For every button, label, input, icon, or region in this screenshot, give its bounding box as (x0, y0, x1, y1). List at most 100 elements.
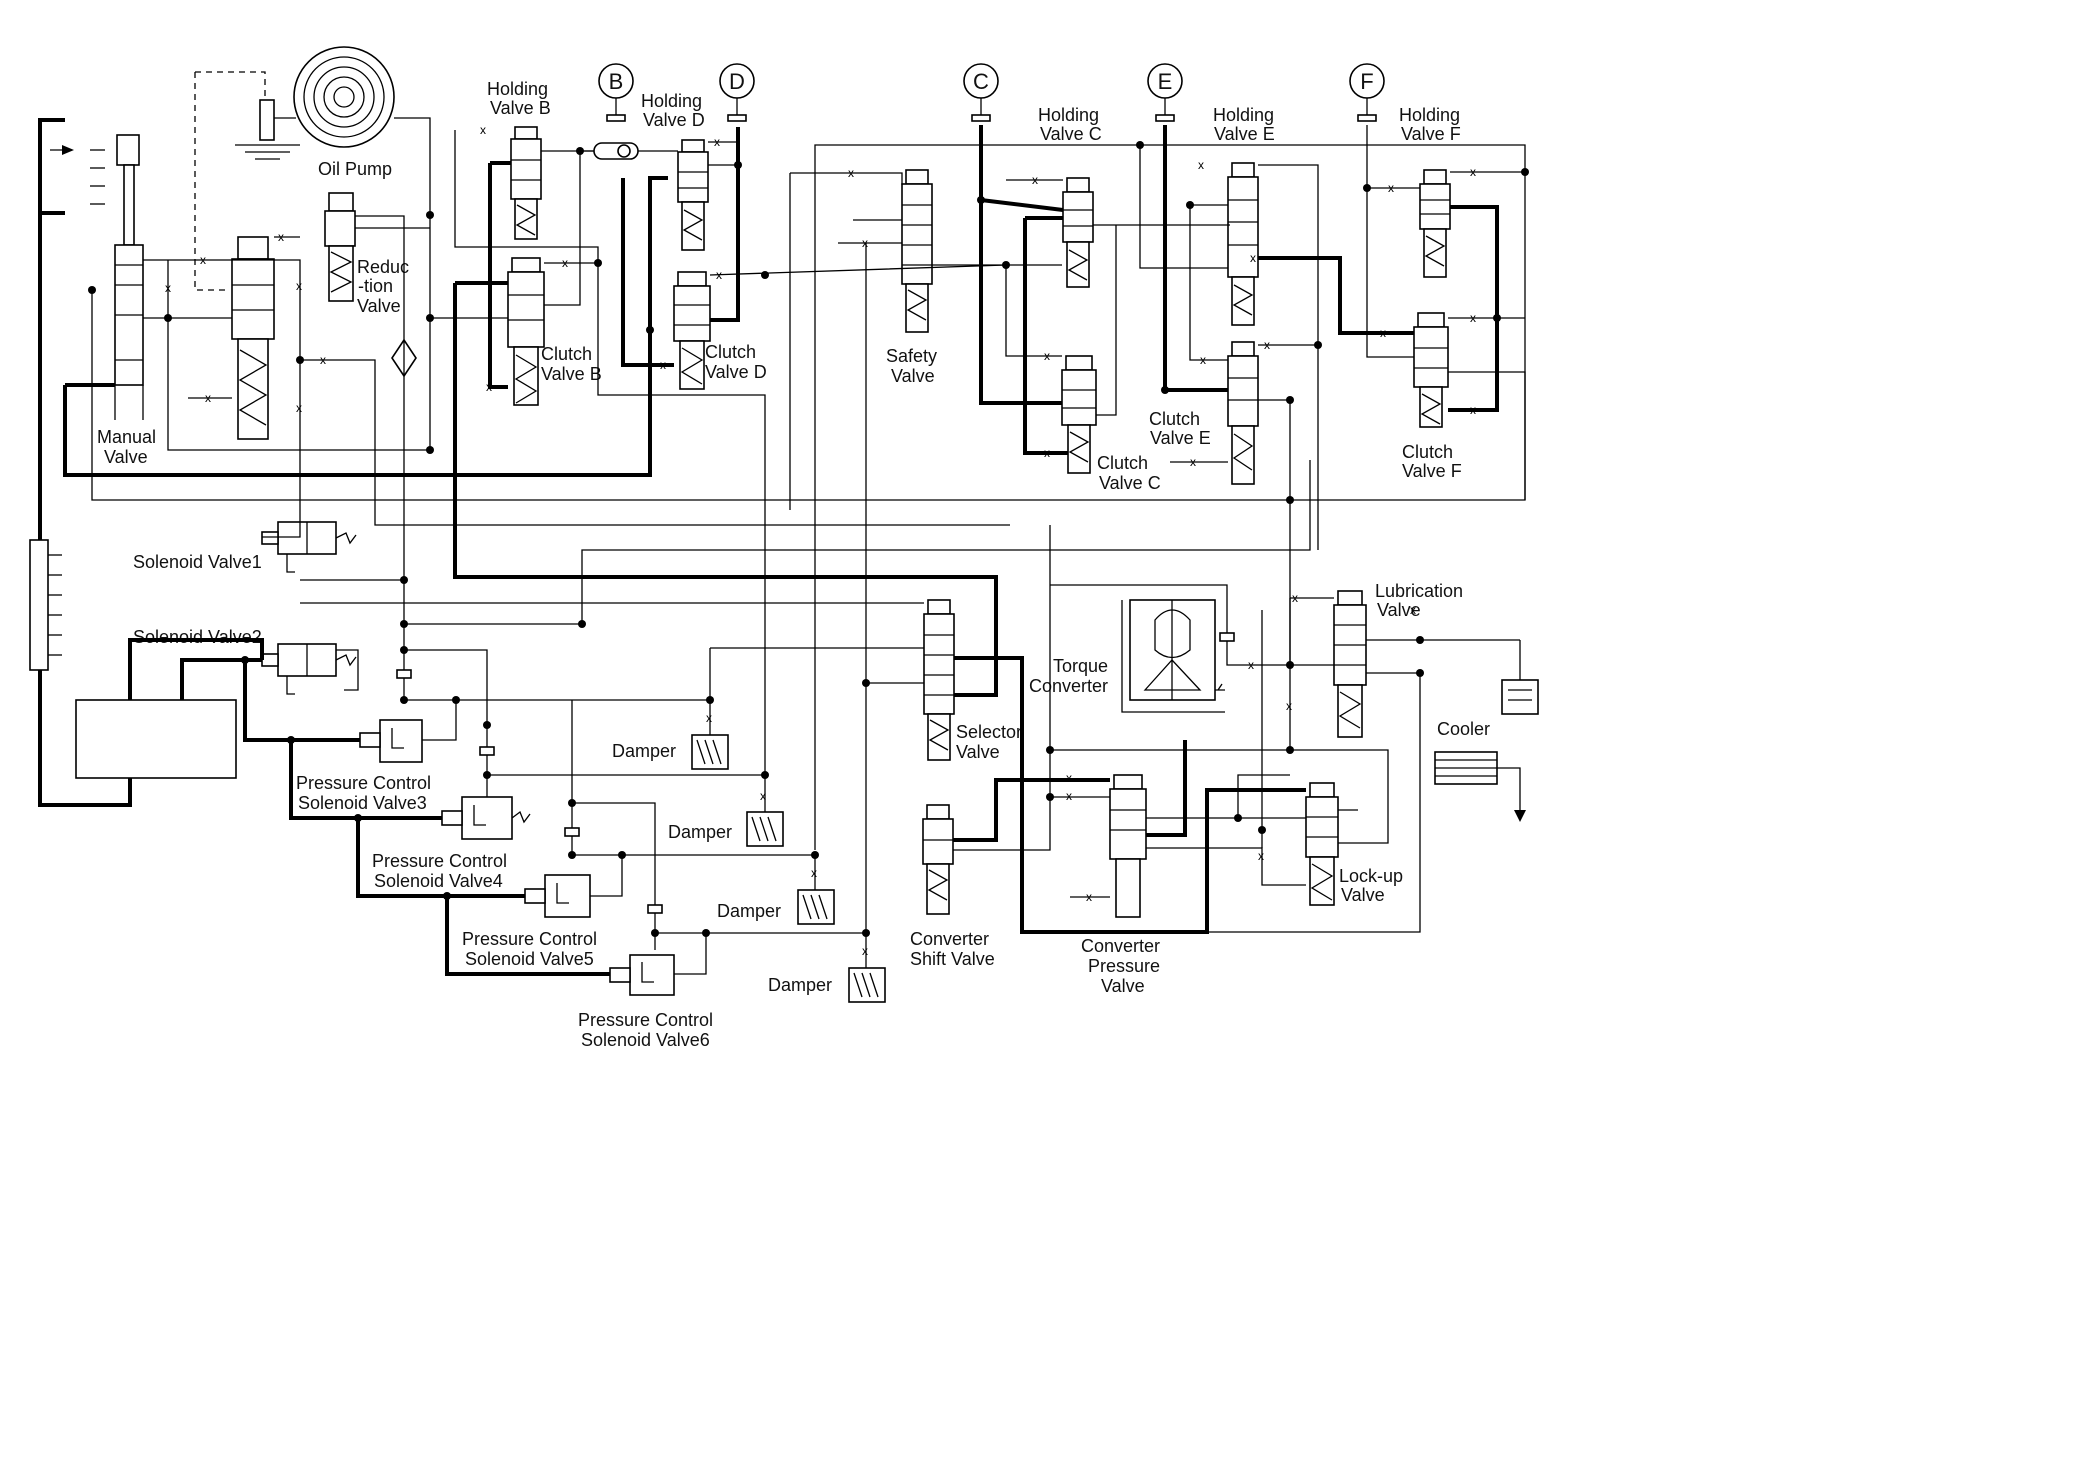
svg-text:x: x (480, 123, 486, 137)
svg-text:F: F (1360, 69, 1373, 94)
svg-text:x: x (1044, 446, 1050, 460)
holding-valve-e-label-2: Valve E (1214, 124, 1275, 144)
svg-text:x: x (296, 279, 302, 293)
svg-text:x: x (714, 135, 720, 149)
damper-2-label: Damper (668, 822, 732, 842)
svg-text:x: x (1470, 403, 1476, 417)
clutch-valve-f (1413, 312, 1449, 428)
svg-text:x: x (200, 253, 206, 267)
selector-valve-label-2: Valve (956, 742, 1000, 762)
svg-text:x: x (1264, 338, 1270, 352)
svg-text:x: x (811, 866, 817, 880)
clutch-valve-e-label-2: Valve E (1150, 428, 1211, 448)
holding-valve-b-label-2: Valve B (490, 98, 551, 118)
svg-text:x: x (1190, 455, 1196, 469)
shuttle-valve (593, 142, 639, 160)
damper-3 (797, 889, 835, 925)
svg-text:x: x (716, 268, 722, 282)
svg-text:x: x (706, 711, 712, 725)
svg-text:x: x (296, 401, 302, 415)
reduction-valve-label-1: Reduc (357, 257, 409, 277)
clutch-marker-b: B (598, 63, 634, 122)
svg-text:D: D (729, 69, 745, 94)
holding-valve-f-label-2: Valve F (1401, 124, 1461, 144)
holding-valve-d-label-1: Holding (641, 91, 702, 111)
svg-text:x: x (1032, 173, 1038, 187)
clutch-valve-f-label-1: Clutch (1402, 442, 1453, 462)
svg-text:B: B (609, 69, 624, 94)
lubrication-valve-label-1: Lubrication (1375, 581, 1463, 601)
clutch-valve-b (507, 257, 545, 406)
solenoid-valve-2-label: Solenoid Valve2 (133, 627, 262, 647)
pcsv-6 (609, 954, 675, 996)
lube-filter (1501, 640, 1539, 715)
pcsv-5 (524, 874, 591, 918)
holding-valve-f-label-1: Holding (1399, 105, 1460, 125)
solenoid-valve-1-label: Solenoid Valve1 (133, 552, 262, 572)
selector-valve-label-1: Selector (956, 722, 1022, 742)
holding-valve-f (1419, 169, 1451, 278)
pcsv-4-label-1: Pressure Control (372, 851, 507, 871)
svg-text:x: x (278, 230, 284, 244)
manual-valve-label-2: Valve (104, 447, 148, 467)
svg-text:x: x (165, 281, 171, 295)
cooler (1434, 751, 1526, 822)
svg-text:x: x (1248, 658, 1254, 672)
torque-converter (1121, 599, 1225, 713)
holding-valve-d-label-2: Valve D (643, 110, 705, 130)
svg-text:x: x (1198, 158, 1204, 172)
reduction-valve-label-2: -tion (358, 276, 393, 296)
svg-text:x: x (660, 358, 666, 372)
pcsv-5-label-1: Pressure Control (462, 929, 597, 949)
torque-converter-label-2: Converter (1029, 676, 1108, 696)
svg-text:x: x (1470, 311, 1476, 325)
pcsv-4 (441, 796, 531, 840)
svg-text:x: x (562, 256, 568, 270)
holding-valve-c-label-1: Holding (1038, 105, 1099, 125)
control-unit-box (75, 699, 237, 779)
holding-valve-c-label-2: Valve C (1040, 124, 1102, 144)
converter-pressure-valve (1070, 774, 1147, 918)
pcsv-3-label-2: Solenoid Valve3 (298, 793, 427, 813)
pcsv-6-label-2: Solenoid Valve6 (581, 1030, 710, 1050)
clutch-valve-c-label-1: Clutch (1097, 453, 1148, 473)
pcsv-5-label-2: Solenoid Valve5 (465, 949, 594, 969)
converter-pressure-valve-label-1: Converter (1081, 936, 1160, 956)
svg-text:x: x (1292, 591, 1298, 605)
svg-text:x: x (1470, 165, 1476, 179)
safety-valve-label-1: Safety (886, 346, 937, 366)
clutch-valve-b-label-1: Clutch (541, 344, 592, 364)
clutch-valve-d-label-2: Valve D (705, 362, 767, 382)
holding-valve-d (677, 139, 709, 251)
converter-shift-valve-label-2: Shift Valve (910, 949, 995, 969)
clutch-valve-d-label-1: Clutch (705, 342, 756, 362)
holding-valve-e (1227, 162, 1259, 326)
clutch-valve-d (673, 271, 711, 390)
svg-text:x: x (1086, 890, 1092, 904)
svg-text:x: x (1066, 789, 1072, 803)
lubrication-valve-label-2: Valve (1377, 600, 1421, 620)
svg-text:E: E (1158, 69, 1173, 94)
damper-4 (848, 967, 886, 1003)
manual-valve (90, 134, 144, 420)
svg-text:x: x (1066, 771, 1072, 785)
cooler-label: Cooler (1437, 719, 1490, 739)
reduction-valve-label-3: Valve (357, 296, 401, 316)
svg-text:x: x (205, 391, 211, 405)
svg-text:x: x (320, 353, 326, 367)
oil-pump (194, 46, 431, 450)
pcsv-3 (359, 719, 423, 763)
clutch-marker-f: F (1349, 63, 1385, 122)
pcsv-3-label-1: Pressure Control (296, 773, 431, 793)
damper-3-label: Damper (717, 901, 781, 921)
svg-text:x: x (862, 236, 868, 250)
svg-text:x: x (1410, 603, 1416, 617)
svg-text:x: x (1044, 349, 1050, 363)
holding-valve-b (510, 126, 542, 240)
holding-valve-c (1062, 177, 1094, 288)
oil-pump-label: Oil Pump (318, 159, 392, 179)
svg-text:x: x (1258, 849, 1264, 863)
solenoid-valve-2 (261, 643, 357, 695)
holding-valve-e-label-1: Holding (1213, 105, 1274, 125)
reduction-valve (324, 192, 356, 302)
